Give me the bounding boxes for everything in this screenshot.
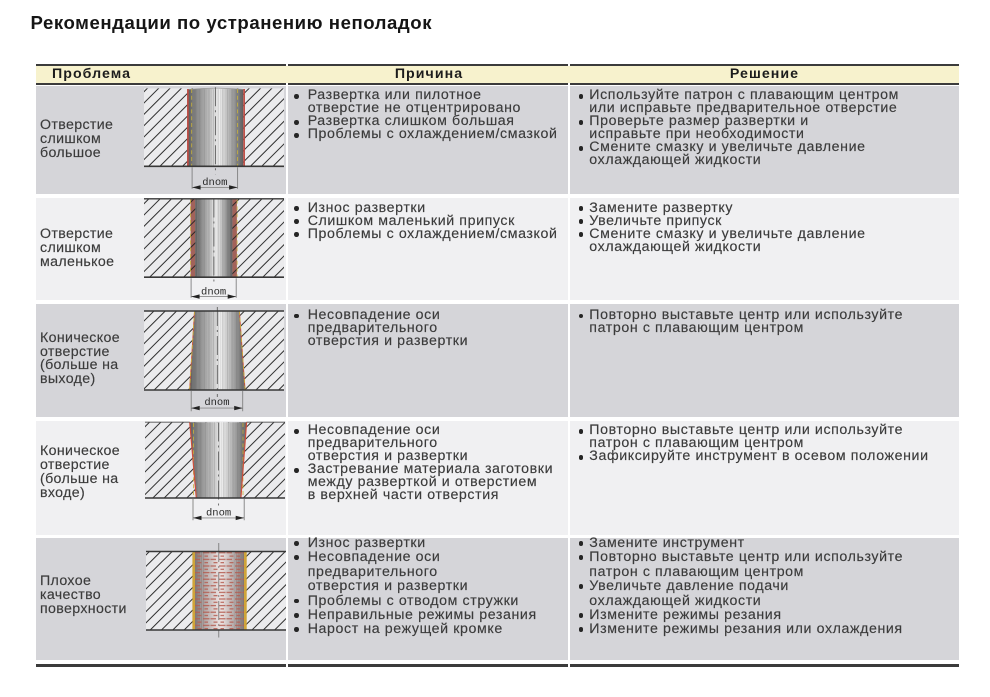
svg-text:dnom: dnom — [204, 397, 229, 409]
svg-text:dnom: dnom — [201, 286, 226, 298]
svg-text:dnom: dnom — [205, 507, 230, 519]
svg-text:dnom: dnom — [202, 177, 227, 189]
